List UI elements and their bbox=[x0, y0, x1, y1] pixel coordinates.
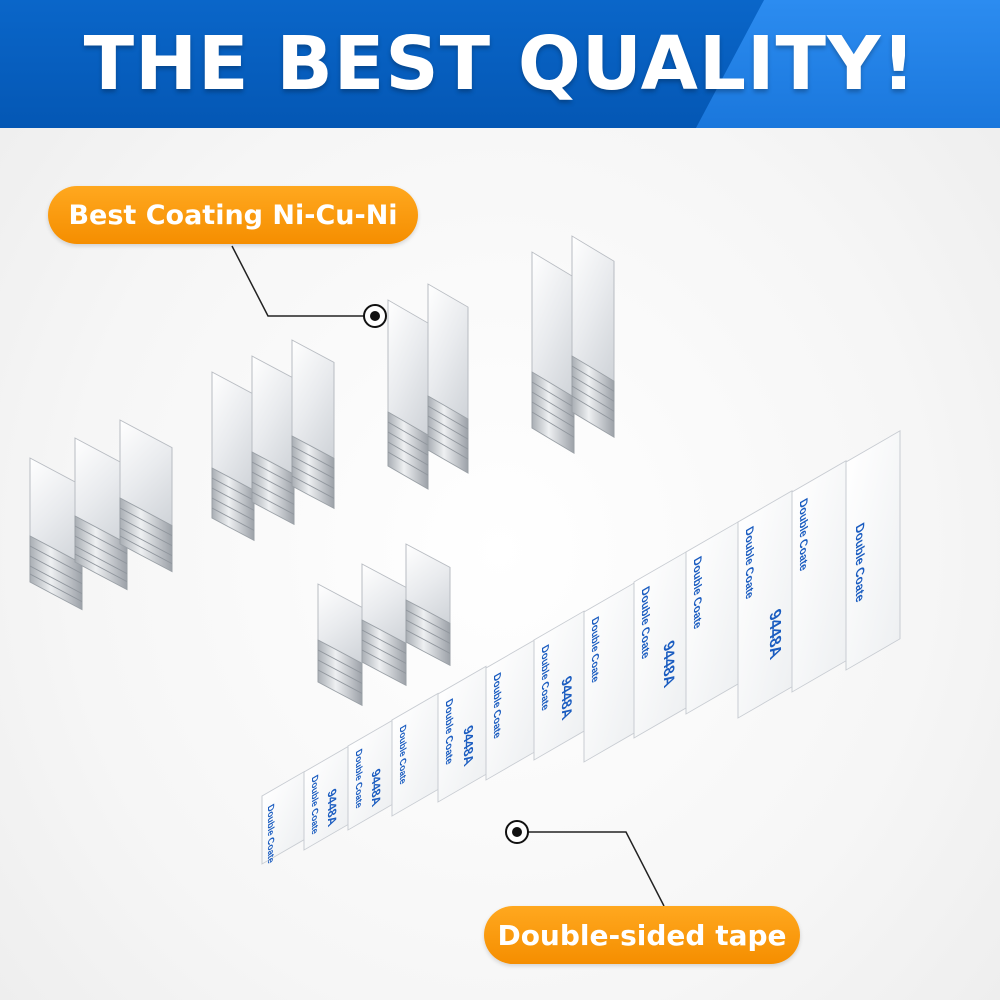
magnet-stack-5 bbox=[317, 543, 451, 707]
magnet-stack-2 bbox=[211, 339, 335, 542]
tape-leader-line bbox=[520, 831, 665, 907]
svg-text:Double Coate: Double Coate bbox=[743, 524, 756, 603]
tape-strip: Double Coate bbox=[845, 430, 901, 671]
dot-pointer-center bbox=[512, 827, 522, 837]
tape-strip: Double Coate 9448A bbox=[737, 490, 793, 719]
tape-strip: Double Coate bbox=[485, 639, 535, 781]
svg-text:Double Coate: Double Coate bbox=[265, 802, 275, 866]
tape-strip: Double Coate 9448A bbox=[303, 745, 349, 851]
svg-text:9448A: 9448A bbox=[325, 786, 339, 830]
tape-callout-label: Double-sided tape bbox=[497, 918, 787, 952]
banner-title: THE BEST QUALITY! bbox=[83, 21, 917, 107]
svg-text:Double Coate: Double Coate bbox=[397, 723, 407, 787]
magnet-stack-1 bbox=[29, 419, 173, 611]
header-banner: THE BEST QUALITY! bbox=[0, 0, 1000, 128]
svg-text:Double Coate: Double Coate bbox=[353, 747, 363, 811]
tape-strip: Double Coate bbox=[583, 582, 635, 763]
tape-strip: Double Coate bbox=[391, 692, 439, 817]
magnet-stack-3 bbox=[387, 283, 469, 490]
tape-callout: Double-sided tape bbox=[484, 906, 800, 964]
tape-strip: Double Coate 9448A bbox=[347, 719, 393, 831]
svg-text:Double Coate: Double Coate bbox=[491, 671, 502, 742]
tape-strip: Double Coate 9448A bbox=[533, 610, 585, 761]
svg-text:9448A: 9448A bbox=[766, 605, 785, 663]
tape-strip: Double Coate 9448A bbox=[437, 665, 487, 803]
tape-strip: Double Coate bbox=[791, 460, 847, 693]
svg-text:Double Coate: Double Coate bbox=[443, 697, 454, 768]
svg-text:9448A: 9448A bbox=[660, 637, 677, 691]
coating-leader-line bbox=[231, 245, 372, 317]
tape-strips: Double Coate Double Coate 9448A Double C… bbox=[261, 430, 901, 867]
magnet-stack-4 bbox=[531, 235, 615, 455]
svg-text:Double Coate: Double Coate bbox=[589, 615, 600, 686]
coating-callout: Best Coating Ni-Cu-Ni bbox=[48, 186, 418, 244]
tape-strip: Double Coate 9448A bbox=[633, 551, 687, 739]
svg-text:Double Coate: Double Coate bbox=[539, 643, 550, 714]
svg-text:Double Coate: Double Coate bbox=[797, 496, 810, 575]
svg-text:9448A: 9448A bbox=[369, 766, 383, 810]
svg-text:Double Coate: Double Coate bbox=[309, 773, 319, 837]
dot-pointer-center bbox=[370, 311, 380, 321]
svg-text:Double Coate: Double Coate bbox=[691, 554, 704, 633]
svg-text:Double Coate: Double Coate bbox=[639, 584, 652, 663]
coating-callout-label: Best Coating Ni-Cu-Ni bbox=[68, 199, 398, 231]
tape-strip: Double Coate bbox=[261, 770, 305, 867]
svg-text:9448A: 9448A bbox=[461, 722, 476, 769]
tape-strip: Double Coate bbox=[685, 521, 739, 715]
svg-text:Double Coate: Double Coate bbox=[853, 520, 867, 605]
svg-text:9448A: 9448A bbox=[558, 673, 574, 723]
